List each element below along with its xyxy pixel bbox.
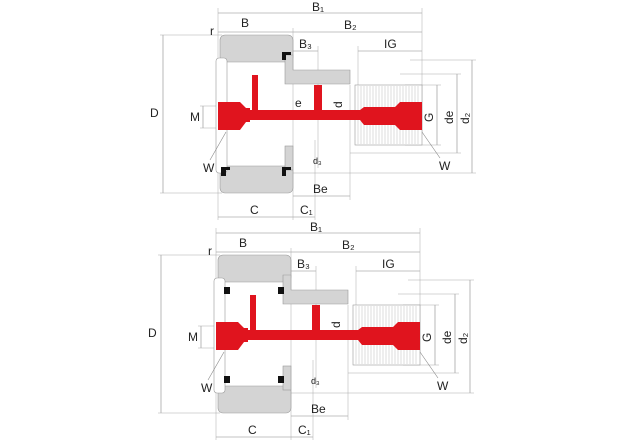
label-m: M (188, 330, 198, 344)
label-b3: B₃ (299, 37, 312, 51)
outer-ring-top (219, 34, 294, 63)
label-w-left: W (203, 161, 215, 175)
label-b3: B₃ (297, 257, 310, 271)
label-c1: C₁ (300, 203, 313, 217)
label-d3: d₃ (313, 156, 322, 166)
side-plate-top (282, 274, 349, 305)
label-b2: B₂ (342, 238, 355, 252)
seal (224, 287, 230, 294)
outer-ring-bottom (217, 385, 292, 414)
label-be: Be (311, 402, 326, 416)
label-w-right: W (439, 159, 451, 173)
label-d: d (331, 101, 345, 108)
label-be: Be (313, 182, 328, 196)
seal (278, 287, 284, 294)
label-b1: B₁ (312, 0, 324, 14)
label-d2: d₂ (456, 332, 470, 344)
label-r: r (208, 244, 212, 258)
leader-w-left (209, 131, 227, 161)
side-plate-bottom (284, 145, 294, 171)
label-de: de (440, 330, 454, 344)
diagram-standard-type: B₁ B B₂ r B₃ IG D M d G de d₂ W W d₃ Be … (148, 220, 474, 440)
label-r: r (210, 24, 214, 38)
seal (224, 376, 230, 383)
label-b: B (241, 16, 249, 30)
leader-w-left (207, 351, 225, 381)
label-e: e (295, 96, 302, 110)
outer-ring-top (217, 254, 292, 283)
label-de: de (442, 110, 456, 124)
label-ig: IG (382, 257, 395, 271)
seal-bottom-right (282, 167, 291, 176)
seals (221, 52, 291, 176)
label-b1: B₁ (310, 220, 322, 234)
label-d: d (329, 321, 343, 328)
grease-hole-2 (314, 85, 322, 111)
label-b2: B₂ (344, 18, 357, 32)
label-d-outer: D (150, 106, 159, 120)
label-m: M (190, 110, 200, 124)
label-g: G (422, 113, 436, 122)
seal (278, 376, 284, 383)
grease-hole-1 (252, 75, 258, 111)
leader-w-right (421, 131, 441, 159)
label-g: G (420, 333, 434, 342)
side-plate-top (284, 54, 351, 85)
label-d2: d₂ (458, 112, 472, 124)
label-c: C (248, 423, 257, 437)
leader-w-right (419, 351, 439, 379)
seal-top (282, 52, 291, 60)
label-c: C (250, 203, 259, 217)
grease-hole-2 (312, 305, 320, 331)
label-b: B (239, 236, 247, 250)
label-d3: d₃ (311, 376, 320, 386)
grease-hole-1 (250, 295, 256, 331)
label-c1: C₁ (298, 423, 311, 437)
label-d-outer: D (148, 326, 157, 340)
stud-shaft (218, 102, 422, 130)
side-plate-bottom (282, 365, 292, 391)
diagram-eccentric-type: B₁ B B₂ r B₃ IG D M e d G de d₂ W W d₃ B… (150, 0, 476, 220)
label-w-right: W (437, 379, 449, 393)
seals (224, 287, 284, 383)
label-w-left: W (201, 381, 213, 395)
label-ig: IG (384, 37, 397, 51)
seal-bottom-left (221, 167, 230, 176)
stud-shaft (216, 322, 420, 350)
outer-ring-bottom (219, 165, 294, 194)
